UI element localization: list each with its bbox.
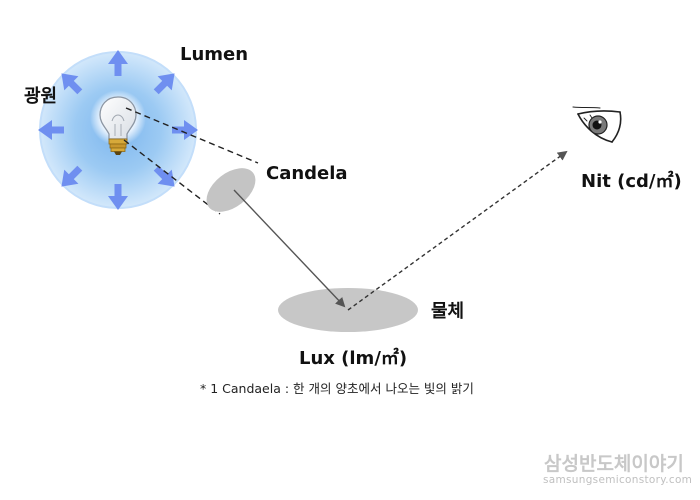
candela-footnote: * 1 Candaela : 한 개의 양초에서 나오는 빛의 밝기 — [200, 381, 474, 396]
incident-light-ray — [233, 189, 346, 308]
lumen-arrows — [38, 50, 198, 210]
nit-label: Nit (cd/㎡) — [581, 171, 682, 192]
eye-icon — [572, 106, 622, 143]
light-bulb-icon — [90, 90, 146, 155]
reflected-light-ray — [347, 150, 568, 311]
candela-label: Candela — [266, 163, 348, 184]
lumen-label: Lumen — [180, 44, 249, 65]
object-label: 물체 — [431, 301, 465, 322]
watermark-title: 삼성반도체이야기 — [544, 453, 684, 475]
candela-cone — [123, 107, 259, 215]
lux-label: Lux (lm/㎡) — [299, 348, 408, 369]
light-source-label: 광원 — [24, 86, 58, 107]
watermark-url: samsungsemiconstory.com — [543, 474, 693, 486]
candela-disk — [206, 168, 256, 212]
